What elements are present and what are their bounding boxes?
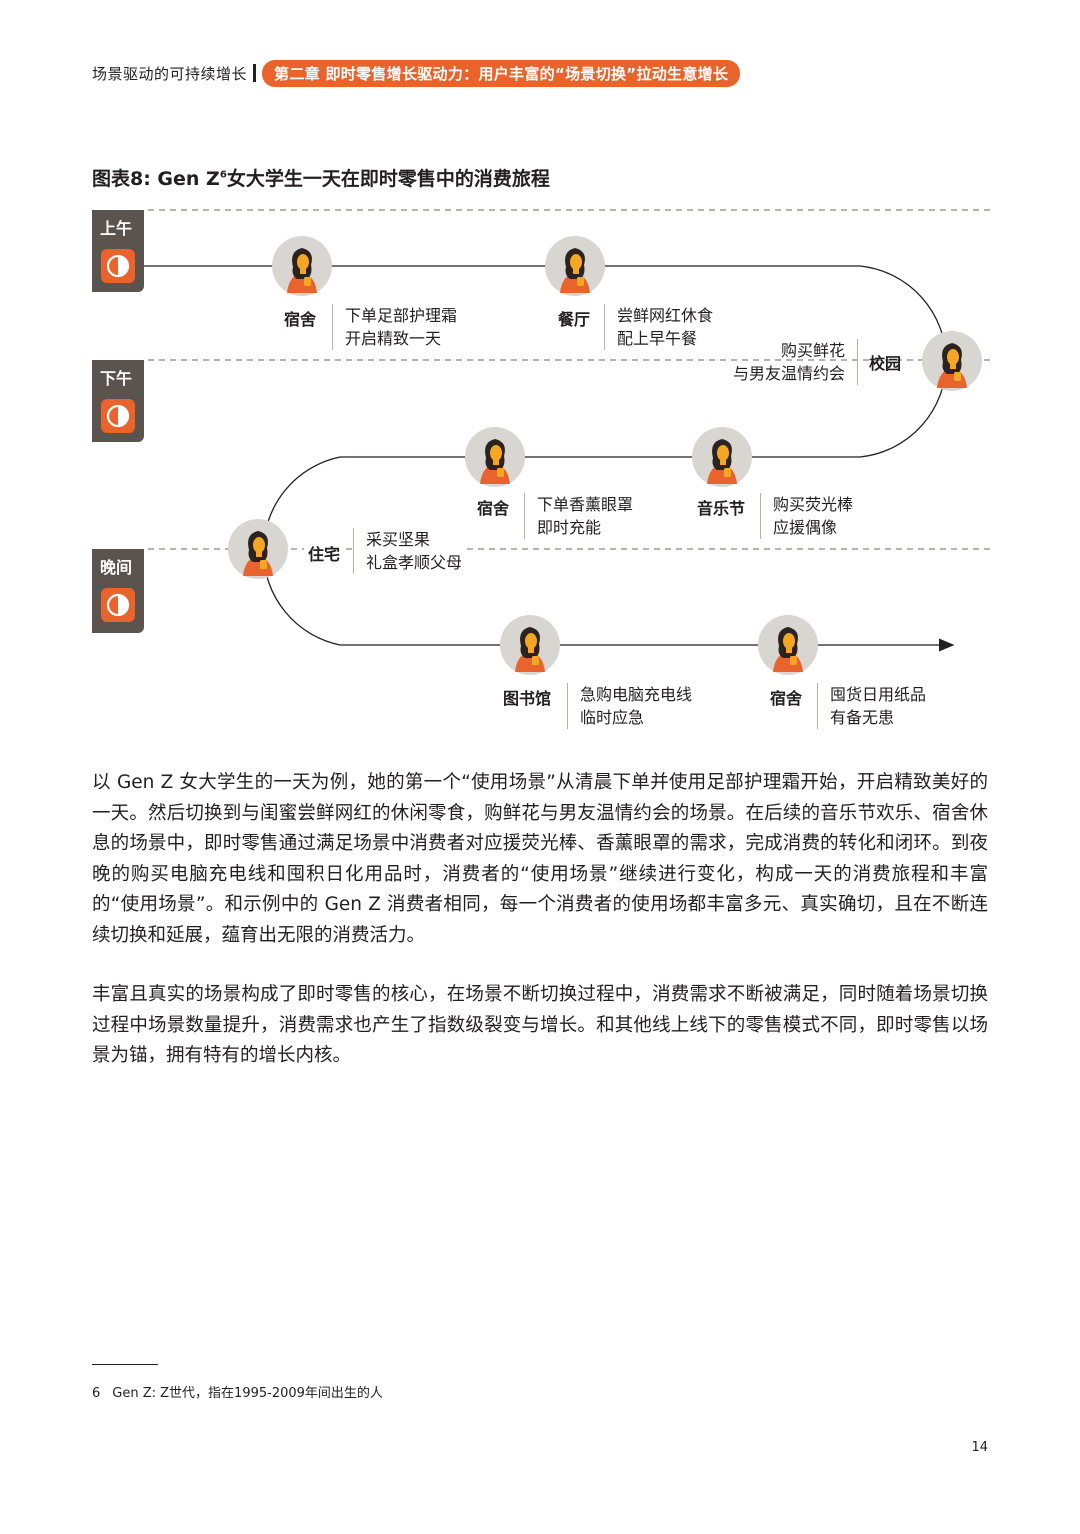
woman-avatar-icon	[227, 518, 289, 580]
scene-desc-music-festival: 购买荧光棒 应援偶像	[760, 493, 853, 539]
scene-name-library: 图书馆	[503, 689, 552, 708]
scene-desc-dorm-2: 下单香薰眼罩 即时充能	[524, 493, 633, 539]
clock-icon	[101, 399, 135, 433]
time-tab-morning: 上午	[92, 210, 144, 292]
journey-path-svg	[144, 209, 990, 652]
woman-avatar-icon	[464, 426, 526, 488]
header-divider	[253, 64, 257, 82]
woman-avatar-icon	[499, 614, 561, 676]
woman-avatar-icon	[544, 235, 606, 297]
time-tab-evening: 晚间	[92, 549, 144, 633]
clock-icon	[101, 588, 135, 622]
woman-avatar-icon	[691, 426, 753, 488]
scene-desc-dorm-3: 囤货日用纸品 有备无患	[817, 683, 926, 729]
report-title: 场景驱动的可持续增长	[92, 64, 248, 83]
scene-name-dorm-3: 宿舍	[770, 689, 803, 708]
scene-desc-campus: 购买鲜花 与男友温情约会	[733, 339, 858, 385]
scene-name-campus: 校园	[869, 354, 902, 373]
woman-avatar-icon	[757, 614, 819, 676]
scene-name-restaurant: 餐厅	[558, 310, 591, 329]
chapter-pill: 第二章 即时零售增长驱动力：用户丰富的“场景切换”拉动生意增长	[262, 59, 741, 87]
time-tab-afternoon: 下午	[92, 360, 144, 442]
journey-diagram: 上午 下午 晚间 宿舍 下单足部护理霜 开启精致一天 餐厅 尝鲜网红休食 配上早…	[0, 195, 1080, 755]
scene-name-dorm-2: 宿舍	[477, 499, 510, 518]
body-paragraph-2: 丰富且真实的场景构成了即时零售的核心，在场景不断切换过程中，消费需求不断被满足，…	[92, 984, 988, 1066]
scene-name-home: 住宅	[304, 541, 345, 565]
scene-desc-library: 急购电脑充电线 临时应急	[567, 683, 692, 729]
woman-avatar-icon	[271, 235, 333, 297]
clock-icon	[101, 249, 135, 283]
woman-avatar-icon	[921, 330, 983, 392]
scene-name-music-festival: 音乐节	[697, 499, 746, 518]
footnote-rule	[92, 1364, 158, 1365]
scene-desc-home: 采买坚果 礼盒孝顺父母	[353, 528, 463, 574]
journey-line	[144, 265, 955, 652]
page-number: 14	[971, 1440, 988, 1455]
body-paragraph-1: 以 Gen Z 女大学生的一天为例，她的第一个“使用场景”从清晨下单并使用足部护…	[92, 772, 988, 946]
scene-name-dorm-1: 宿舍	[284, 310, 317, 329]
running-header: 场景驱动的可持续增长 第二章 即时零售增长驱动力：用户丰富的“场景切换”拉动生意…	[92, 59, 741, 87]
figure-title: 图表8: Gen Z6女大学生一天在即时零售中的消费旅程	[92, 168, 550, 190]
scene-desc-dorm-1: 下单足部护理霜 开启精致一天	[332, 304, 457, 350]
scene-desc-restaurant: 尝鲜网红休食 配上早午餐	[604, 304, 713, 350]
